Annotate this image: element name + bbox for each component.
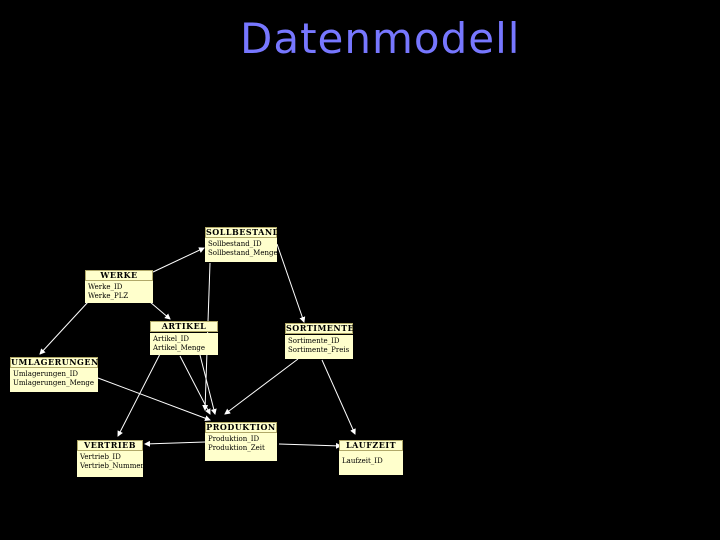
entity-field: Artikel_Menge — [153, 344, 206, 352]
entity-body: Produktion_ID Produktion_Zeit — [205, 433, 277, 461]
entity-body: Artikel_ID Artikel_Menge — [150, 333, 218, 355]
entity-header: UMLAGERUNGEN — [10, 357, 99, 368]
entity-body: Werke_ID Werke_PLZ — [85, 281, 153, 303]
entity-field: Vertrieb_ID — [80, 453, 121, 461]
entity-body: Sollbestand_ID Sollbestand_Menge — [205, 238, 277, 262]
entity-field: Umlagerungen_Menge — [13, 379, 95, 387]
entity-body: Vertrieb_ID Vertrieb_Nummer — [77, 451, 143, 477]
entity-field: Produktion_Zeit — [208, 444, 265, 452]
link-artikel-vertrieb — [117, 353, 161, 437]
entity-header: ARTIKEL — [150, 321, 218, 332]
link-umlagerungen-produktion — [97, 377, 211, 422]
link-sortimente-laufzeit — [321, 359, 356, 435]
entity-field: Sollbestand_Menge — [208, 249, 277, 257]
link-sortimente-produktion — [224, 358, 299, 415]
link-produktion-vertrieb — [144, 440, 206, 447]
entity-field: Vertrieb_Nummer — [80, 462, 143, 470]
link-werke-artikel — [149, 301, 171, 320]
entity-header: PRODUKTION — [205, 422, 277, 433]
entity-body: Laufzeit_ID — [339, 451, 403, 475]
entity-field: Sortimente_ID — [288, 337, 340, 345]
entity-body: Sortimente_ID Sortimente_Preis — [285, 335, 353, 359]
entity-header: VERTRIEB — [77, 440, 143, 451]
link-produktion-laufzeit — [278, 442, 342, 449]
entity-field: Laufzeit_ID — [342, 457, 383, 465]
link-sollbestand-sortimente — [276, 243, 306, 323]
link-werke-umlagerungen — [39, 301, 89, 355]
entity-body: Umlagerungen_ID Umlagerungen_Menge — [10, 368, 98, 392]
entity-header: LAUFZEIT — [339, 440, 403, 451]
page-title: Datenmodell — [240, 14, 521, 63]
entity-field: Umlagerungen_ID — [13, 370, 78, 378]
entity-field: Sollbestand_ID — [208, 240, 262, 248]
link-artikel-produktion — [199, 354, 217, 415]
entity-field: Produktion_ID — [208, 435, 260, 443]
entity-field: Artikel_ID — [153, 335, 189, 343]
link-werke-sollbestand — [152, 247, 205, 273]
entity-header: WERKE — [85, 270, 153, 281]
entity-header: SORTIMENTE — [285, 323, 355, 334]
entity-field: Werke_ID — [88, 283, 123, 291]
entity-field: Werke_PLZ — [88, 292, 129, 300]
entity-field: Sortimente_Preis — [288, 346, 350, 354]
entity-header: SOLLBESTAND — [205, 227, 281, 238]
